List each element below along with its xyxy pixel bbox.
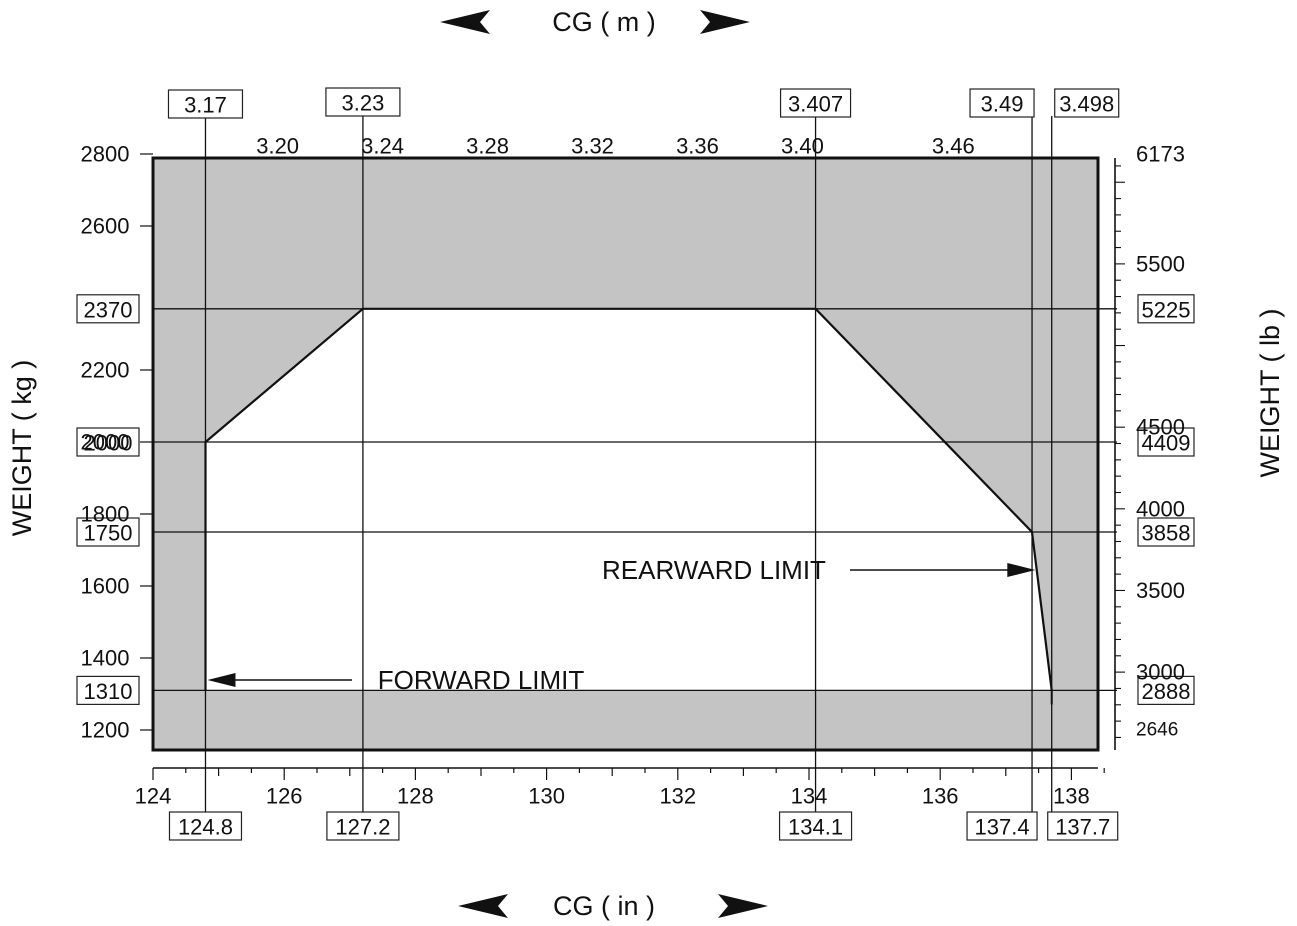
ref-label-lb-box: [1137, 427, 1195, 457]
ref-label-m: 3.49: [981, 92, 1024, 117]
ref-label-m-box: [779, 88, 852, 118]
ref-label-m: 3.17: [184, 93, 227, 118]
rearward-limit-arrowhead: [1007, 563, 1036, 577]
x-tick-label: 130: [528, 784, 565, 809]
rearward-limit-label: REARWARD LIMIT: [602, 555, 826, 585]
axis-titles: CG ( m ) CG ( in ) WEIGHT ( kg ) WEIGHT ( l…: [7, 7, 1285, 921]
y-tick-label-kg: 2600: [81, 214, 130, 239]
ref-label-in-box: [168, 811, 243, 841]
ref-label-in: 137.4: [975, 815, 1030, 840]
ref-label-in-box: [1047, 811, 1119, 841]
x-tick-label: 124: [135, 784, 172, 809]
ref-label-kg-box: [76, 675, 140, 706]
ref-label-kg: 1310: [84, 679, 133, 704]
ref-label-m: 3.23: [342, 91, 385, 116]
ref-label-kg-box: [76, 517, 140, 547]
ref-label-kg: 2370: [84, 297, 133, 322]
y-tick-label-kg: 1200: [81, 718, 130, 743]
forward-limit-label: FORWARD LIMIT: [378, 665, 585, 695]
forward-limit-arrowhead: [207, 673, 236, 687]
ref-label-in: 134.1: [788, 815, 843, 840]
cg-envelope-fill: [205, 308, 1052, 691]
annotations: REARWARD LIMIT FORWARD LIMIT: [207, 555, 1036, 695]
ref-label-in-box: [966, 811, 1038, 841]
arrow-left-icon: [458, 894, 508, 918]
top-axis-title: CG ( m ): [552, 7, 655, 37]
left-axis-title: WEIGHT ( kg ): [7, 360, 37, 537]
ref-label-kg-box: [76, 427, 140, 457]
ref-label-lb: 2888: [1142, 679, 1191, 704]
ref-label-in-box: [778, 811, 853, 841]
ref-label-lb-box: [1137, 294, 1195, 324]
x-tick-label-m: 3.32: [571, 134, 614, 159]
ref-label-kg: 2000: [84, 431, 133, 456]
x-tick-label: 132: [659, 784, 696, 809]
ref-label-lb-box: [1137, 517, 1195, 547]
y-tick-label-kg: 2000: [81, 430, 130, 455]
axis-labels: 2370 5225 2000 4409 1750 3858 1310 2888 3.17 124.…: [76, 87, 1195, 841]
arrow-right-icon: [700, 10, 750, 34]
x-tick-label-m: 3.36: [676, 134, 719, 159]
x-tick-label: 128: [397, 784, 434, 809]
x-tick-label-m: 3.40: [781, 134, 824, 159]
y-tick-label-lb: 5500: [1136, 251, 1185, 276]
y-tick-label-lb: 2646: [1136, 720, 1178, 741]
y-tick-label-kg: 1600: [81, 574, 130, 599]
y-tick-label-kg: 1800: [81, 502, 130, 527]
y-tick-label-lb: 6173: [1136, 142, 1185, 167]
ref-label-m-box: [325, 87, 401, 117]
x-tick-label: 136: [922, 784, 959, 809]
y-tick-label-kg: 2200: [81, 358, 130, 383]
y-tick-label-lb: 4500: [1136, 415, 1185, 440]
x-tick-label-m: 3.28: [466, 134, 509, 159]
ref-label-kg: 1750: [84, 521, 133, 546]
ref-label-in: 124.8: [178, 815, 233, 840]
ref-label-in-box: [326, 811, 400, 841]
ref-label-lb-box: [1137, 675, 1195, 706]
ref-label-lb: 3858: [1142, 521, 1191, 546]
ref-label-lb: 5225: [1142, 297, 1191, 322]
y-tick-label-lb: 4000: [1136, 496, 1185, 521]
arrow-left-icon: [440, 10, 490, 34]
x-tick-label: 134: [791, 784, 828, 809]
x-tick-label-m: 3.46: [932, 134, 975, 159]
ref-label-m: 3.407: [788, 92, 843, 117]
ref-label-in: 137.7: [1055, 815, 1110, 840]
axes: [140, 153, 1125, 780]
y-tick-label-kg: 1400: [81, 646, 130, 671]
ref-label-in: 127.2: [335, 815, 390, 840]
y-tick-label-kg: 2800: [81, 142, 130, 167]
x-tick-label: 138: [1053, 784, 1090, 809]
y-tick-label-lb: 3000: [1136, 660, 1185, 685]
ref-label-m-box: [167, 89, 244, 119]
right-axis-title: WEIGHT ( lb ): [1255, 308, 1285, 477]
ref-label-kg-box: [76, 294, 140, 324]
x-tick-label: 126: [266, 784, 303, 809]
ref-label-m-box: [1054, 88, 1120, 118]
reference-lines: [153, 116, 1117, 812]
x-tick-label-m: 3.20: [256, 134, 299, 159]
arrow-right-icon: [718, 894, 768, 918]
ref-label-lb: 4409: [1142, 431, 1191, 456]
bottom-axis-title: CG ( in ): [553, 891, 655, 921]
ref-label-m: 3.498: [1059, 92, 1114, 117]
x-tick-label-m: 3.24: [361, 134, 404, 159]
ref-label-m-box: [969, 88, 1035, 118]
y-tick-label-lb: 3500: [1136, 578, 1185, 603]
